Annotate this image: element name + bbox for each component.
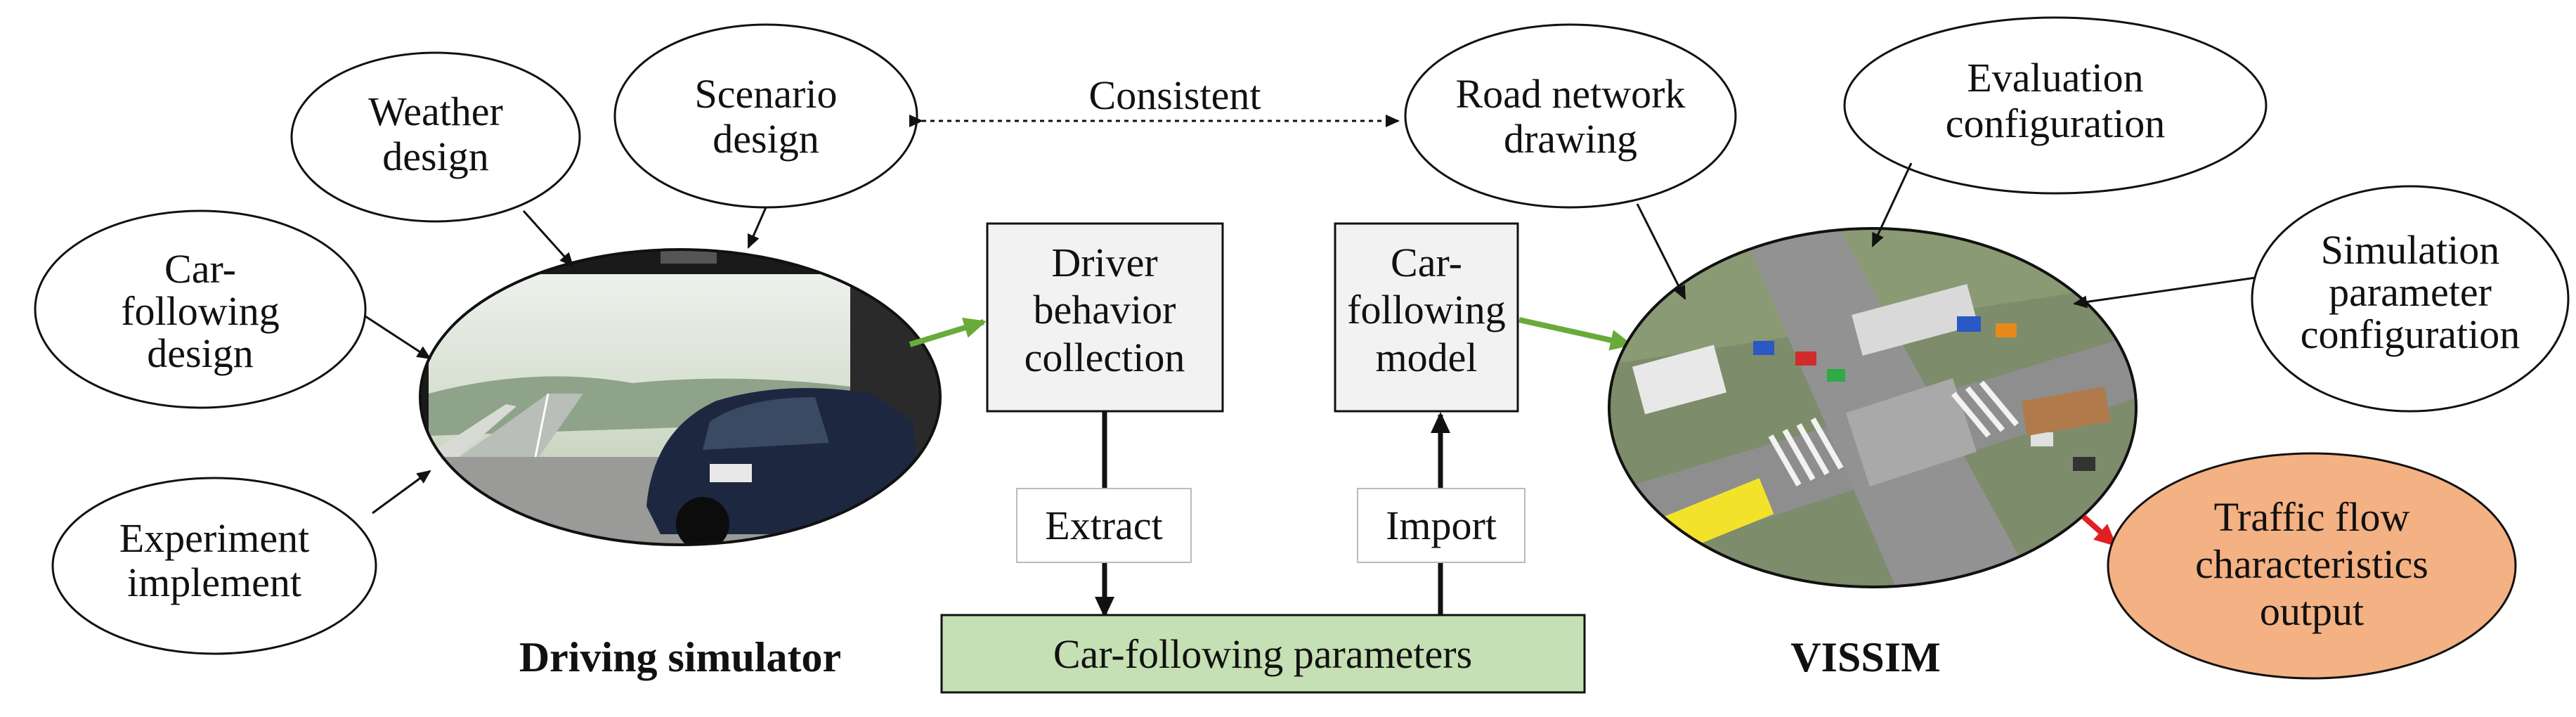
output-line1: Traffic flow	[2214, 494, 2410, 540]
car-following-parameters-label: Car-following parameters	[1053, 631, 1472, 677]
experiment-implement-line2: implement	[127, 560, 301, 605]
road-network-line1: Road network	[1456, 71, 1686, 117]
car-following-model-line1: Car-	[1391, 240, 1462, 285]
arrow-model-to-vissim	[1518, 317, 1633, 351]
car-following-model-line3: model	[1376, 335, 1478, 380]
simulation-param-line3: configuration	[2301, 311, 2520, 357]
car-following-design-line1: Car-	[164, 246, 236, 292]
car-following-model-line2: following	[1347, 287, 1506, 332]
weather-design-line2: design	[382, 134, 488, 179]
driving-simulator-image	[420, 250, 940, 545]
car-following-model-box: Car- following model	[1334, 222, 1519, 413]
experiment-implement-line1: Experiment	[119, 515, 310, 561]
vissim-caption: VISSIM	[1790, 634, 1940, 680]
simulation-param-line2: parameter	[2329, 269, 2492, 315]
driver-behavior-line3: collection	[1024, 335, 1185, 380]
arrow-vissim-to-output	[2081, 515, 2117, 547]
arrow-scenario-to-simulator	[747, 207, 767, 249]
arrow-simparam-to-vissim	[2073, 276, 2256, 309]
import-label: Import	[1386, 503, 1497, 548]
vissim-frame	[1608, 227, 2138, 588]
car-following-design-line2: following	[121, 288, 280, 334]
driving-simulator-caption: Driving simulator	[519, 634, 841, 680]
weather-design-node: Weather design	[290, 51, 581, 223]
evaluation-line2: configuration	[1946, 101, 2165, 146]
output-line3: output	[2260, 588, 2364, 634]
simulation-parameter-node: Simulation parameter configuration	[2251, 185, 2570, 413]
weather-design-line1: Weather	[368, 89, 503, 134]
car-following-design-node: Car- following design	[34, 209, 367, 409]
experiment-implement-node: Experiment implement	[51, 477, 377, 655]
road-network-node: Road network drawing	[1404, 23, 1737, 209]
import-label-box: Import	[1357, 488, 1526, 563]
scenario-design-line2: design	[713, 116, 819, 162]
simulation-param-line1: Simulation	[2321, 227, 2500, 273]
vissim-image	[1609, 228, 2136, 587]
evaluation-line1: Evaluation	[1967, 55, 2143, 101]
consistent-label: Consistent	[1089, 72, 1261, 118]
driver-behavior-line1: Driver	[1051, 240, 1157, 285]
scenario-design-line1: Scenario	[695, 71, 838, 117]
traffic-flow-output-node: Traffic flow characteristics output	[2107, 452, 2517, 680]
driving-simulator-frame	[419, 248, 942, 546]
car-following-parameters-box: Car-following parameters	[940, 614, 1586, 694]
arrow-simulator-to-behavior	[909, 317, 987, 347]
car-following-design-line3: design	[147, 330, 253, 376]
extract-label: Extract	[1045, 503, 1162, 548]
evaluation-configuration-node: Evaluation configuration	[1843, 16, 2268, 195]
extract-label-box: Extract	[1016, 488, 1192, 563]
arrow-carfollowing-to-simulator	[365, 315, 431, 360]
arrow-evaluation-to-vissim	[1871, 162, 1913, 247]
arrow-experiment-to-simulator	[372, 470, 431, 515]
driver-behavior-box: Driver behavior collection	[986, 222, 1224, 413]
output-line2: characteristics	[2195, 541, 2428, 587]
scenario-design-node: Scenario design	[613, 23, 918, 209]
arrow-road-to-vissim	[1636, 203, 1686, 300]
road-network-line2: drawing	[1504, 116, 1637, 162]
driver-behavior-line2: behavior	[1034, 287, 1176, 332]
arrow-weather-to-simulator	[522, 209, 574, 267]
